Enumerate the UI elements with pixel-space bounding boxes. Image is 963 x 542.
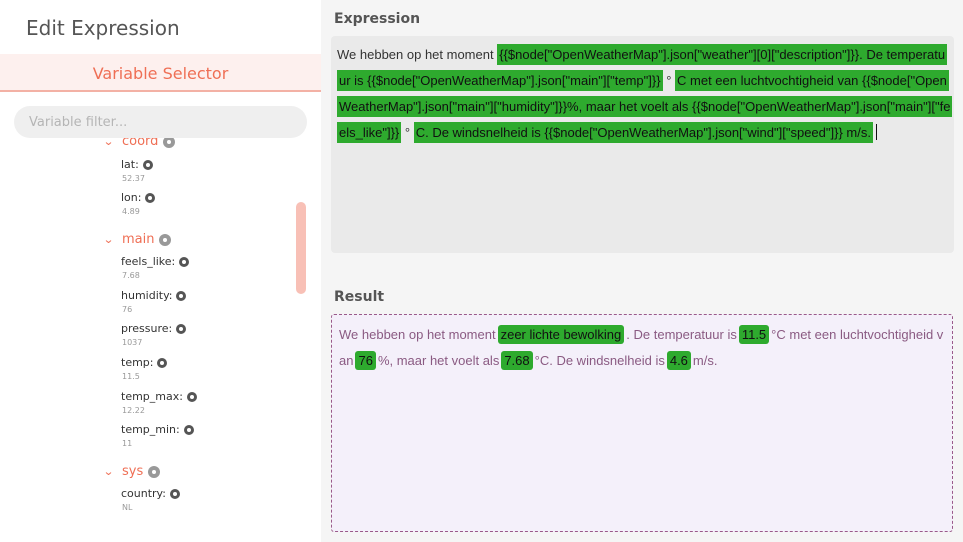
tree-item-value: 11 (122, 439, 133, 448)
tree-item-value: NL (122, 503, 133, 512)
tree-item-value: 7.68 (122, 271, 140, 280)
object-type-icon (159, 233, 172, 246)
chevron-down-icon: ⌄ (103, 138, 115, 148)
expression-segment: ° (401, 125, 414, 140)
tree-item-value: 52.37 (122, 174, 145, 183)
tree-item-key: lon: (121, 191, 142, 204)
tree-group-coord[interactable]: ⌄ coord (103, 138, 176, 149)
result-value: 11.5 (738, 325, 770, 344)
variable-selector-header: Variable Selector (0, 54, 321, 92)
result-value: 7.68 (501, 351, 533, 370)
tree-item-value: 1037 (122, 338, 143, 347)
tree-item-pressure[interactable]: pressure: (121, 322, 187, 335)
tree-group-label: sys (122, 464, 144, 479)
result-value: 4.6 (666, 351, 691, 370)
tree-item-value: 76 (122, 305, 133, 314)
result-title: Result (334, 289, 385, 305)
result-value: 76 (355, 351, 376, 370)
result-segment: °C. De windsnelheid is (534, 353, 665, 368)
tree-item-value: 12.22 (122, 406, 145, 415)
result-segment: We hebben op het moment (339, 327, 496, 342)
expression-panel: Expression We hebben op het moment {{$no… (321, 0, 963, 542)
tree-item-key: feels_like: (121, 255, 176, 268)
expression-title: Expression (334, 11, 421, 27)
tree-item-lat[interactable]: lat: (121, 158, 153, 171)
value-type-icon (169, 488, 180, 499)
expression-segment: ° (662, 73, 676, 88)
value-type-icon (176, 290, 187, 301)
tree-group-sys[interactable]: ⌄ sys (103, 464, 161, 479)
object-type-icon (163, 138, 176, 148)
tree-item-value: 4.89 (122, 207, 140, 216)
expression-text[interactable]: We hebben op het moment {{$node["OpenWea… (337, 42, 953, 146)
value-type-icon (186, 391, 197, 402)
value-type-icon (157, 357, 168, 368)
tree-item-key: lat: (121, 158, 139, 171)
result-segment: . De temperatuur is (626, 327, 737, 342)
tree-item-key: temp: (121, 356, 154, 369)
variable-panel: Edit Expression Variable Selector ⌄ coor… (0, 0, 321, 542)
tree-item-key: country: (121, 487, 166, 500)
tree-item-key: temp_min: (121, 423, 180, 436)
tree-item-temp-max[interactable]: temp_max: (121, 390, 197, 403)
tree-item-feels-like[interactable]: feels_like: (121, 255, 190, 268)
tree-item-country[interactable]: country: (121, 487, 180, 500)
tree-item-lon[interactable]: lon: (121, 191, 156, 204)
result-value: zeer lichte bewolking (497, 325, 625, 344)
expression-segment: We hebben op het moment (337, 47, 498, 62)
tree-group-label: main (122, 232, 155, 247)
tree-item-humidity[interactable]: humidity: (121, 289, 187, 302)
value-type-icon (142, 159, 153, 170)
result-segment: %, maar het voelt als (377, 353, 500, 368)
tree-item-temp[interactable]: temp: (121, 356, 168, 369)
tree-scrollbar[interactable] (296, 202, 306, 294)
tree-group-main[interactable]: ⌄ main (103, 232, 172, 247)
expression-editor[interactable]: We hebben op het moment {{$node["OpenWea… (331, 36, 954, 253)
variable-filter-input[interactable] (14, 106, 307, 138)
tree-item-temp-min[interactable]: temp_min: (121, 423, 194, 436)
result-segment: °C met een luchtvochtigheid van (339, 327, 944, 368)
text-cursor (875, 124, 877, 140)
value-type-icon (183, 424, 194, 435)
tree-group-label: coord (122, 138, 159, 149)
chevron-down-icon: ⌄ (103, 233, 115, 246)
expression-variable: C. De windsnelheid is {{$node["OpenWeath… (413, 122, 873, 143)
tree-item-key: pressure: (121, 322, 173, 335)
tree-item-value: 11.5 (122, 372, 140, 381)
chevron-down-icon: ⌄ (103, 465, 115, 478)
variable-selector-title: Variable Selector (92, 64, 229, 83)
tree-item-key: humidity: (121, 289, 173, 302)
value-type-icon (145, 192, 156, 203)
result-segment: m/s. (692, 353, 718, 368)
variable-tree: ⌄ coord lat: 52.37 lon: 4.89 ⌄ main feel… (0, 138, 321, 542)
value-type-icon (179, 256, 190, 267)
object-type-icon (148, 465, 161, 478)
value-type-icon (176, 323, 187, 334)
tree-item-key: temp_max: (121, 390, 183, 403)
dialog-title: Edit Expression (26, 16, 180, 40)
